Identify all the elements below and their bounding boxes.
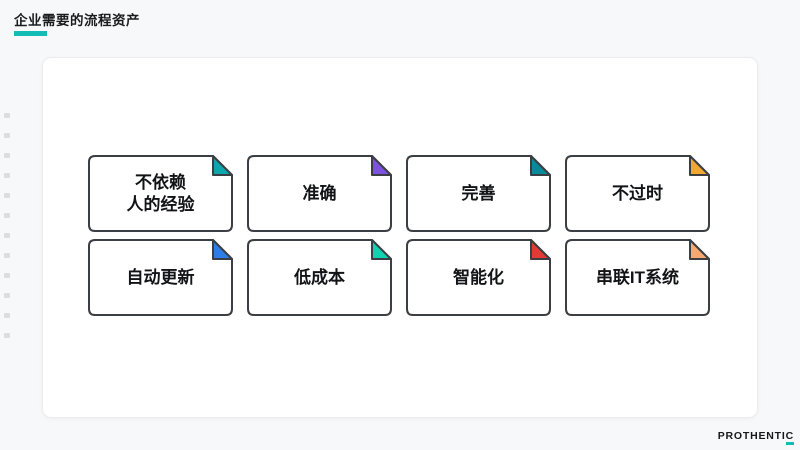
- card-label: 串联IT系统: [595, 267, 680, 287]
- logo-text: PROTHENTI: [717, 430, 786, 442]
- card-label: 不过时: [612, 183, 663, 203]
- card-shape: [406, 155, 551, 232]
- corner-fold-icon: [212, 155, 233, 176]
- card-shape: [88, 239, 233, 316]
- card-connect-it-systems[interactable]: 串联IT系统: [565, 239, 710, 316]
- card-intelligent[interactable]: 智能化: [406, 239, 551, 316]
- card-auto-update[interactable]: 自动更新: [88, 239, 233, 316]
- card-shape: [88, 155, 233, 232]
- corner-fold-icon: [371, 155, 392, 176]
- corner-fold-icon: [212, 239, 233, 260]
- corner-fold-icon: [530, 239, 551, 260]
- card-label: 自动更新: [126, 267, 195, 287]
- card-grid: 不依赖 人的经验 准确 完善 不过时 自动更新 低成本: [88, 155, 710, 316]
- card-label: 智能化: [453, 267, 504, 287]
- card-complete[interactable]: 完善: [406, 155, 551, 232]
- edge-tick-marks: [4, 113, 12, 353]
- card-label: 不依赖 人的经验: [126, 173, 195, 214]
- card-label: 低成本: [294, 267, 345, 287]
- card-low-cost[interactable]: 低成本: [247, 239, 392, 316]
- page-title: 企业需要的流程资产: [14, 13, 140, 28]
- logo-text-accent: C: [785, 430, 794, 445]
- card-shape: [247, 155, 392, 232]
- card-label: 准确: [302, 183, 337, 203]
- card-not-rely-on-experience[interactable]: 不依赖 人的经验: [88, 155, 233, 232]
- card-shape: [406, 239, 551, 316]
- card-shape: [247, 239, 392, 316]
- title-accent-bar: [14, 31, 47, 36]
- card-shape: [565, 239, 710, 316]
- card-shape: [565, 155, 710, 232]
- card-not-outdated[interactable]: 不过时: [565, 155, 710, 232]
- slide-canvas[interactable]: [42, 57, 758, 418]
- card-accurate[interactable]: 准确: [247, 155, 392, 232]
- corner-fold-icon: [689, 155, 710, 176]
- corner-fold-icon: [689, 239, 710, 260]
- card-label: 完善: [461, 183, 496, 203]
- prothentic-logo: PROTHENTIC: [717, 430, 794, 445]
- corner-fold-icon: [530, 155, 551, 176]
- corner-fold-icon: [371, 239, 392, 260]
